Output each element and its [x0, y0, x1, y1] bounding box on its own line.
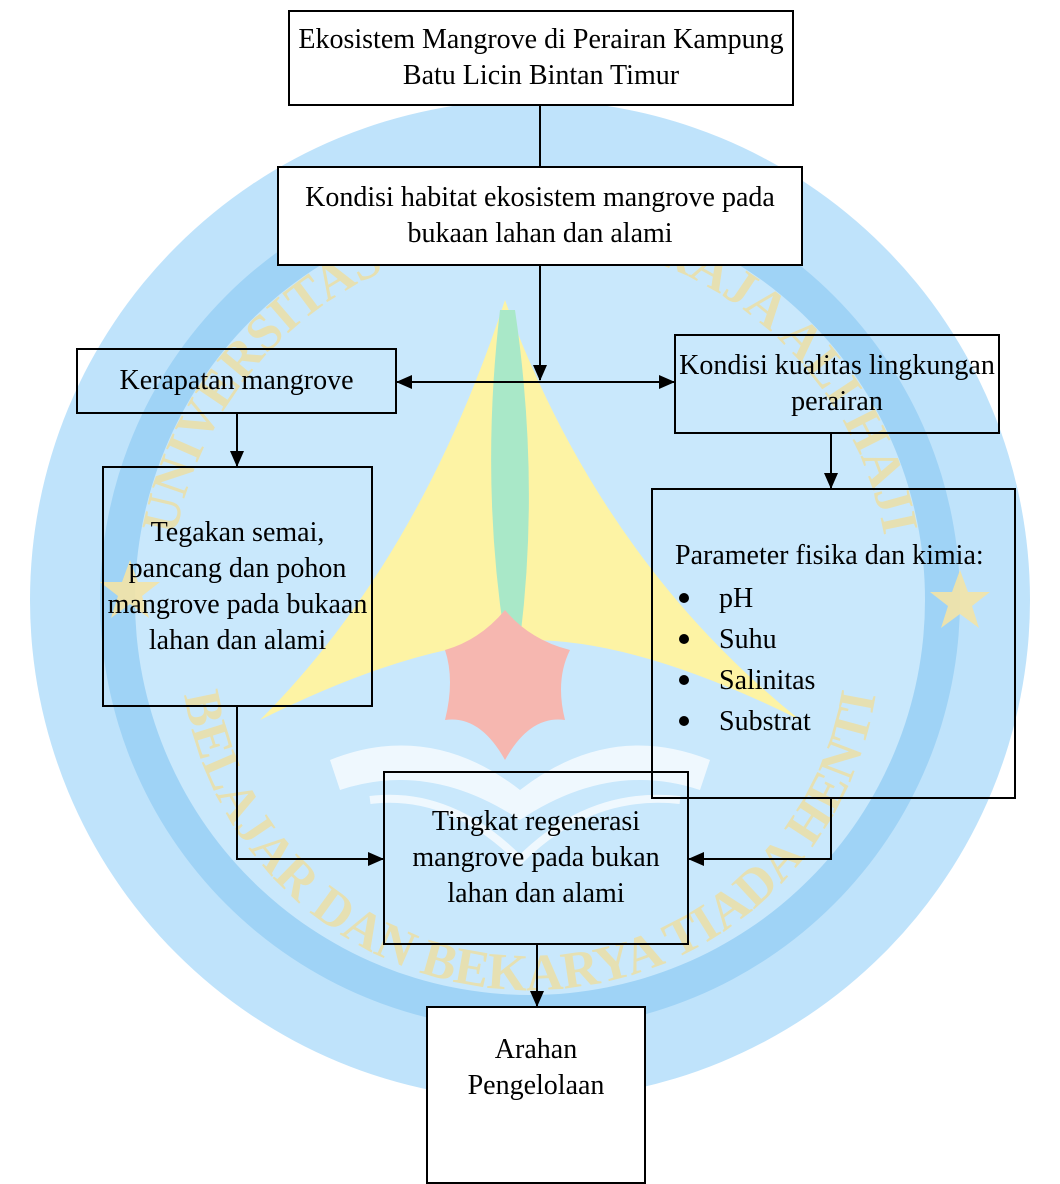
regeneration-level-label: Tingkat regenerasi mangrove pada bukan l… — [412, 806, 660, 909]
habitat-condition-box: Kondisi habitat ekosistem mangrove pada … — [277, 166, 803, 266]
parameter-item-temperature: Suhu — [675, 619, 992, 660]
mangrove-density-box: Kerapatan mangrove — [76, 348, 397, 414]
mangrove-stands-box: Tegakan semai, pancang dan pohon mangrov… — [102, 466, 373, 707]
management-direction-box: Arahan Pengelolaan — [426, 1006, 646, 1184]
parameters-list: pH Suhu Salinitas Substrat — [675, 578, 992, 742]
parameter-item-ph: pH — [675, 578, 992, 619]
ecosystem-label: Ekosistem Mangrove di Perairan Kampung B… — [298, 24, 784, 91]
ecosystem-box: Ekosistem Mangrove di Perairan Kampung B… — [288, 10, 794, 106]
water-quality-label: Kondisi kualitas lingkungan perairan — [679, 350, 995, 417]
parameter-item-salinity: Salinitas — [675, 660, 992, 701]
parameter-item-substrate: Substrat — [675, 701, 992, 742]
arrow-parameters-regeneration — [688, 799, 832, 866]
regeneration-level-box: Tingkat regenerasi mangrove pada bukan l… — [383, 771, 689, 945]
parameters-intro: Parameter fisika dan kimia: — [675, 540, 984, 571]
mangrove-stands-label: Tegakan semai, pancang dan pohon mangrov… — [107, 516, 368, 656]
mangrove-density-label: Kerapatan mangrove — [119, 365, 354, 396]
physical-chemical-parameters-box: Parameter fisika dan kimia: pH Suhu Sali… — [651, 488, 1016, 799]
arrow-stands-regeneration — [236, 707, 384, 866]
management-direction-label: Arahan Pengelolaan — [467, 1034, 605, 1101]
water-quality-box: Kondisi kualitas lingkungan perairan — [674, 334, 1000, 434]
habitat-condition-label: Kondisi habitat ekosistem mangrove pada … — [305, 182, 775, 249]
